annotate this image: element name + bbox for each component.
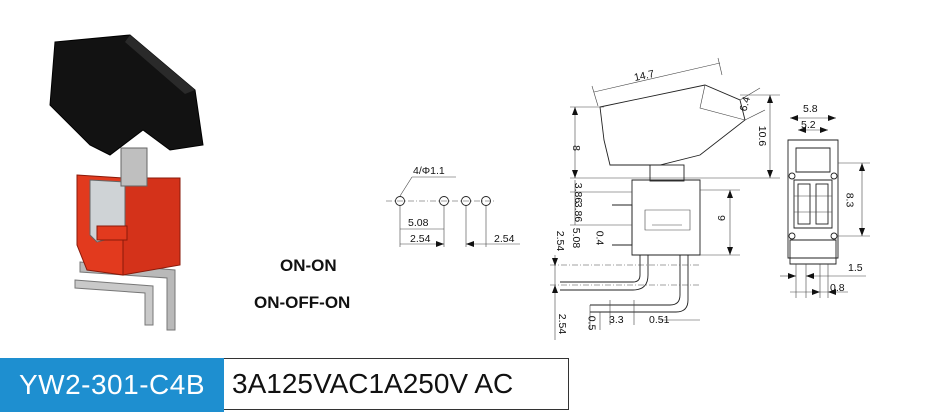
model-text: YW2-301-C4B — [18, 369, 205, 400]
product-photo — [49, 34, 204, 331]
dim-2-54-right: 2.54 — [494, 233, 515, 245]
dim-3-3: 3.3 — [609, 314, 624, 326]
dim-2-54-left: 2.54 — [410, 233, 431, 245]
rating-label: 3A125VAC1A250V AC — [224, 358, 569, 410]
dim-0-8: 0.8 — [830, 282, 845, 294]
mode-on-on: ON-ON — [280, 256, 337, 275]
dim-5-2: 5.2 — [801, 119, 816, 131]
holes-label: 4/Φ1.1 — [413, 165, 445, 177]
dim-8-3: 8.3 — [843, 192, 856, 208]
dim-5-8: 5.8 — [803, 103, 818, 115]
model-label: YW2-301-C4B — [0, 358, 224, 412]
bushing — [120, 147, 148, 187]
rating-text: 3A125VAC1A250V AC — [232, 368, 514, 399]
dim-0-51: 0.51 — [649, 314, 670, 326]
mode-on-off-on: ON-OFF-ON — [254, 293, 351, 312]
dim-5-08: 5.08 — [408, 217, 429, 229]
dim-1-5: 1.5 — [848, 262, 863, 274]
pin — [74, 279, 154, 326]
